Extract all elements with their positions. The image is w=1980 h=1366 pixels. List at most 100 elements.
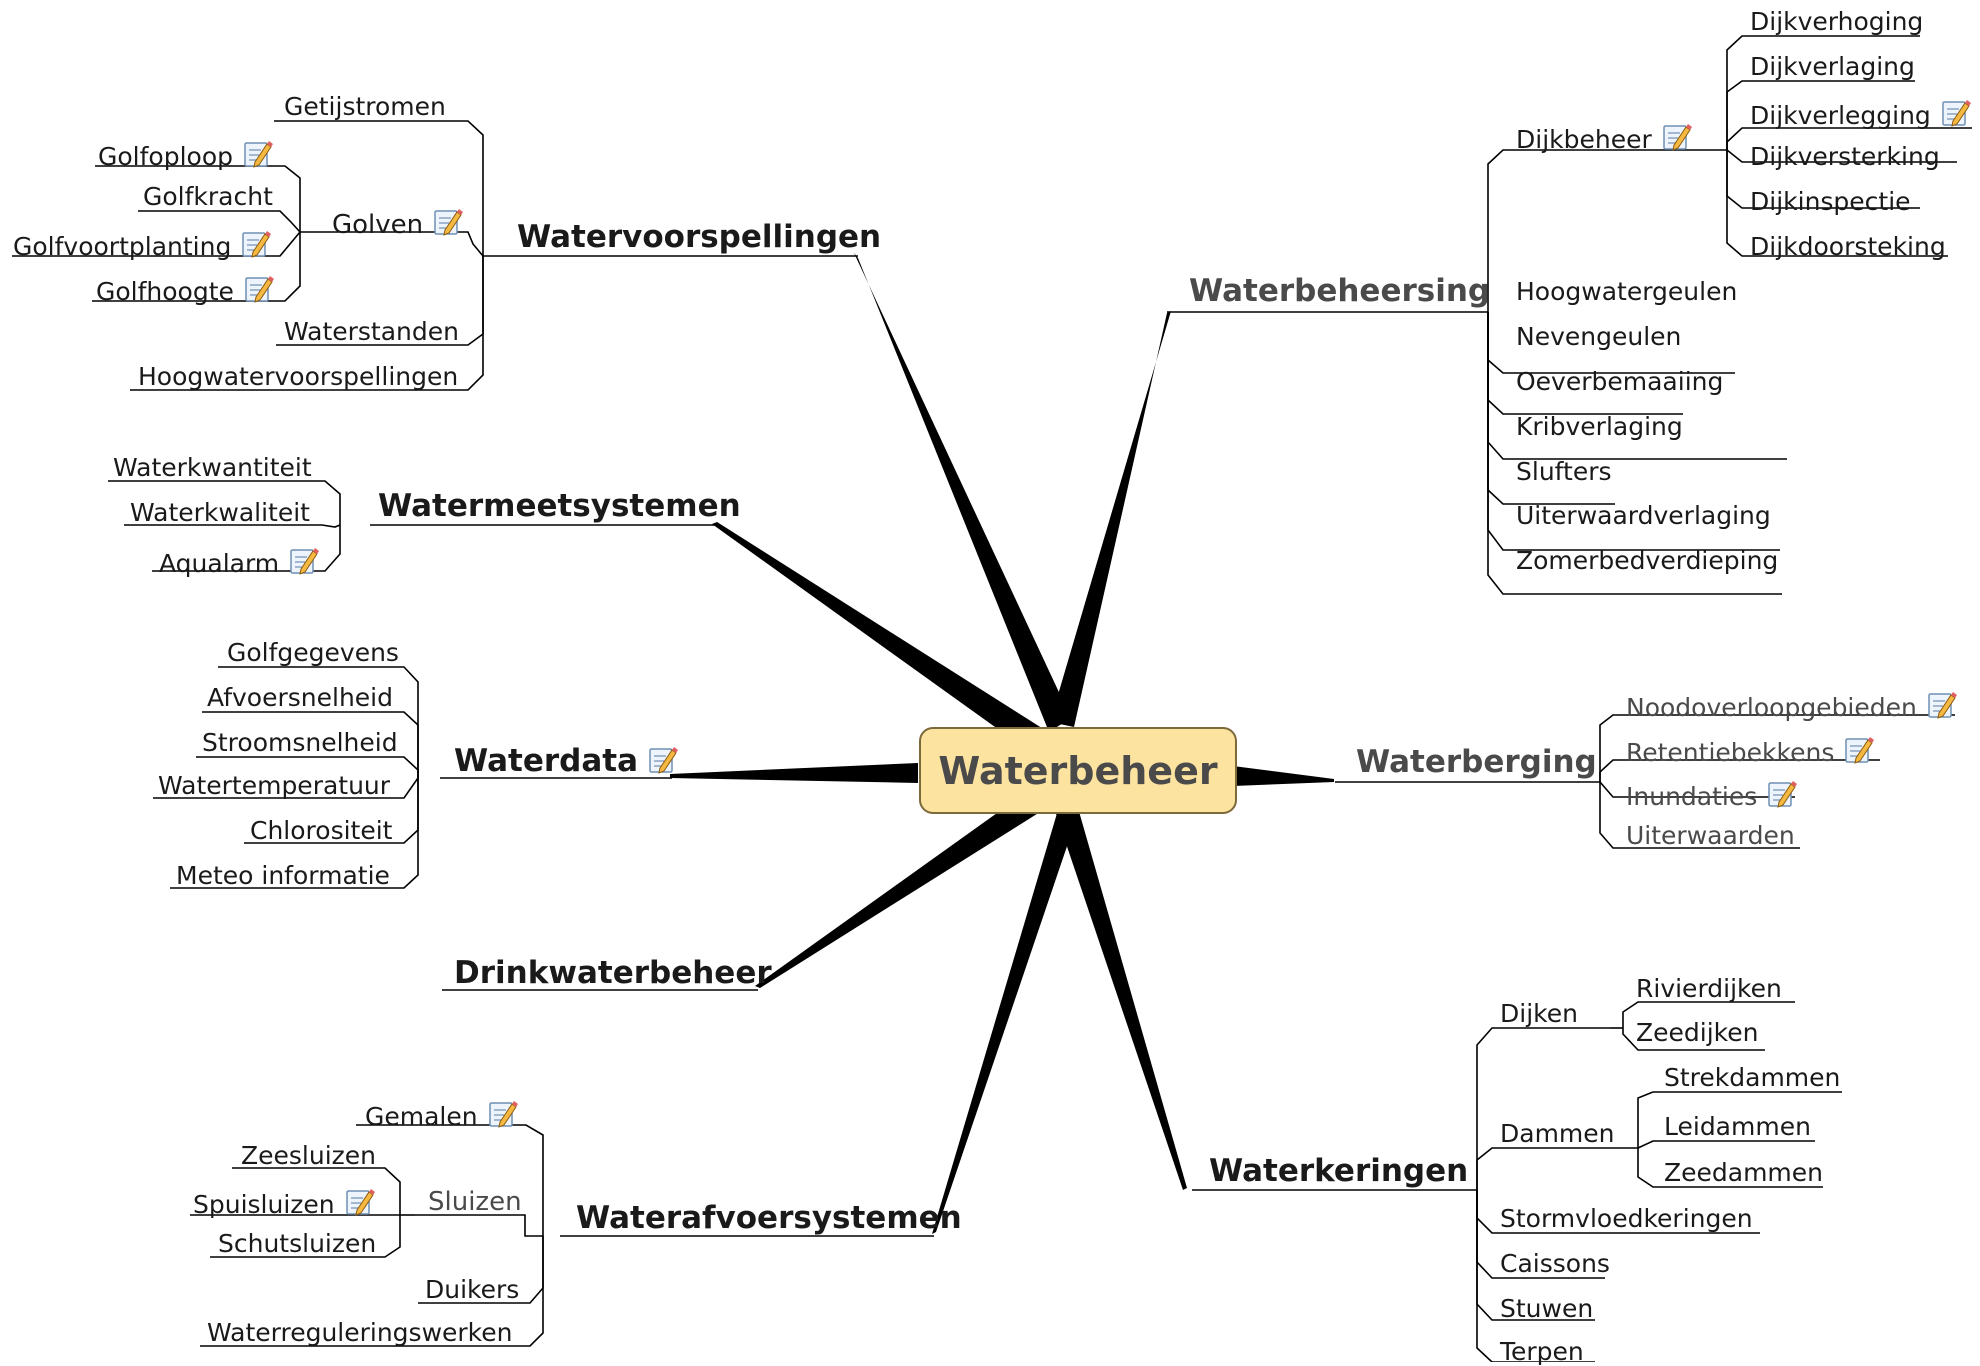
topic-dijkverlaging[interactable]: Dijkverlaging (1750, 52, 1915, 81)
topic-watertemperatuur[interactable]: Watertemperatuur (158, 771, 391, 800)
topic-waterafvoersystemen[interactable]: Waterafvoersystemen (576, 1200, 962, 1236)
topic-golfgegevens[interactable]: Golfgegevens (227, 638, 399, 667)
wedge-waterdata (670, 763, 918, 783)
note-pencil-icon[interactable] (1767, 778, 1798, 812)
topic-label: Noodoverloopgebieden (1626, 693, 1917, 722)
topic-label: Golfhoogte (96, 277, 234, 306)
topic-meteo-informatie[interactable]: Meteo informatie (176, 861, 390, 890)
topic-zeedijken[interactable]: Zeedijken (1636, 1018, 1759, 1047)
topic-label: Retentiebekkens (1626, 738, 1835, 767)
topic-label: Waterdata (454, 743, 638, 779)
note-pencil-icon[interactable] (289, 545, 320, 579)
note-pencil-icon[interactable] (244, 273, 274, 307)
topic-dijken[interactable]: Dijken (1500, 999, 1578, 1028)
wedge-drinkwaterbeheer (755, 798, 1040, 988)
main-branch-wedges (670, 253, 1334, 1234)
note-pencil-icon[interactable] (488, 1098, 518, 1132)
topic-waterkeringen[interactable]: Waterkeringen (1209, 1153, 1469, 1189)
topic-label: Dijkbeheer (1516, 125, 1652, 154)
topic-dijkdoorsteking[interactable]: Dijkdoorsteking (1750, 232, 1946, 261)
topic-chlorositeit[interactable]: Chlorositeit (250, 816, 393, 845)
topic-stuwen[interactable]: Stuwen (1500, 1294, 1594, 1323)
topic-dijkversterking[interactable]: Dijkversterking (1750, 142, 1940, 171)
topic-getijstromen[interactable]: Getijstromen (284, 92, 446, 121)
topic-zeedammen[interactable]: Zeedammen (1664, 1158, 1824, 1187)
topic-zeesluizen[interactable]: Zeesluizen (241, 1141, 376, 1170)
central-topic[interactable]: Waterbeheer (919, 727, 1237, 814)
wedge-waterafvoersystemen (932, 808, 1080, 1234)
note-pencil-icon[interactable] (1844, 734, 1875, 768)
topic-waterstanden[interactable]: Waterstanden (284, 317, 459, 346)
topic-waterbeheersing[interactable]: Waterbeheersing (1189, 273, 1491, 309)
wedge-watervoorspellingen (854, 253, 1071, 732)
topic-label: Gemalen (365, 1102, 478, 1131)
topic-duikers[interactable]: Duikers (425, 1275, 520, 1304)
topic-waterreguleringswerken[interactable]: Waterreguleringswerken (207, 1318, 513, 1347)
topic-label: Golven (332, 210, 424, 240)
note-pencil-icon[interactable] (1927, 689, 1957, 723)
note-pencil-icon[interactable] (1662, 121, 1692, 155)
topic-inundaties[interactable]: Inundaties (1626, 778, 1798, 812)
topic-oeverbemaaiing[interactable]: Oeverbemaaiing (1516, 367, 1724, 396)
topic-afvoersnelheid[interactable]: Afvoersnelheid (207, 683, 393, 712)
topic-waterkwantiteit[interactable]: Waterkwantiteit (113, 453, 312, 482)
topic-slufters[interactable]: Slufters (1516, 457, 1612, 486)
wedge-waterberging (1233, 766, 1334, 786)
topic-label: Inundaties (1626, 782, 1758, 811)
note-pencil-icon[interactable] (243, 138, 273, 172)
wedge-waterkeringen (1054, 808, 1187, 1190)
topic-schutsluizen[interactable]: Schutsluizen (218, 1229, 377, 1258)
topic-label: Aqualarm (159, 549, 280, 578)
topic-uiterwaarden[interactable]: Uiterwaarden (1626, 821, 1795, 850)
topic-label: Golfoploop (98, 142, 233, 171)
topic-hoogwatergeulen[interactable]: Hoogwatergeulen (1516, 277, 1738, 306)
topic-waterkwaliteit[interactable]: Waterkwaliteit (130, 498, 310, 527)
note-pencil-icon[interactable] (1941, 97, 1971, 131)
topic-caissons[interactable]: Caissons (1500, 1249, 1610, 1278)
topic-dijkbeheer[interactable]: Dijkbeheer (1516, 121, 1692, 155)
topic-golfhoogte[interactable]: Golfhoogte (96, 273, 274, 307)
topic-spuisluizen[interactable]: Spuisluizen (193, 1186, 375, 1220)
topic-sluizen[interactable]: Sluizen (428, 1187, 522, 1217)
topic-retentiebekkens[interactable]: Retentiebekkens (1626, 734, 1875, 768)
topic-dijkinspectie[interactable]: Dijkinspectie (1750, 187, 1911, 216)
topic-golven[interactable]: Golven (332, 206, 464, 241)
topic-stormvloedkeringen[interactable]: Stormvloedkeringen (1500, 1204, 1753, 1233)
topic-label: Golfvoortplanting (13, 232, 232, 261)
topic-gemalen[interactable]: Gemalen (365, 1098, 518, 1132)
topic-aqualarm[interactable]: Aqualarm (159, 545, 320, 579)
topic-leidammen[interactable]: Leidammen (1664, 1112, 1811, 1141)
topic-watervoorspellingen[interactable]: Watervoorspellingen (517, 219, 882, 255)
topic-stroomsnelheid[interactable]: Stroomsnelheid (202, 728, 398, 757)
note-pencil-icon[interactable] (433, 206, 464, 241)
note-pencil-icon[interactable] (648, 744, 678, 780)
topic-dammen[interactable]: Dammen (1500, 1119, 1615, 1148)
topic-zomerbedverdieping[interactable]: Zomerbedverdieping (1516, 546, 1779, 575)
wedge-waterbeheersing (1050, 311, 1171, 727)
topic-rivierdijken[interactable]: Rivierdijken (1636, 974, 1782, 1003)
topic-uiterwaardverlaging[interactable]: Uiterwaardverlaging (1516, 501, 1771, 530)
topic-terpen[interactable]: Terpen (1500, 1337, 1584, 1366)
topic-golfvoortplanting[interactable]: Golfvoortplanting (13, 228, 272, 262)
topic-drinkwaterbeheer[interactable]: Drinkwaterbeheer (454, 955, 772, 991)
topic-hoogwatervoorspellingen[interactable]: Hoogwatervoorspellingen (138, 362, 459, 391)
topic-waterdata[interactable]: Waterdata (454, 744, 678, 780)
topic-label: Spuisluizen (193, 1190, 335, 1219)
wedge-watermeetsystemen (712, 522, 1056, 755)
topic-strekdammen[interactable]: Strekdammen (1664, 1063, 1841, 1092)
topic-dijkverhoging[interactable]: Dijkverhoging (1750, 7, 1924, 36)
sub-branch-lines (12, 35, 1972, 1362)
topic-noodoverloopgebieden[interactable]: Noodoverloopgebieden (1626, 689, 1957, 723)
note-pencil-icon[interactable] (241, 228, 272, 262)
topic-watermeetsystemen[interactable]: Watermeetsystemen (378, 488, 741, 524)
topic-nevengeulen[interactable]: Nevengeulen (1516, 322, 1682, 351)
topic-waterberging[interactable]: Waterberging (1356, 744, 1597, 780)
topic-golfoploop[interactable]: Golfoploop (98, 138, 273, 172)
topic-golfkracht[interactable]: Golfkracht (143, 182, 273, 211)
topic-dijkverlegging[interactable]: Dijkverlegging (1750, 97, 1971, 131)
topic-kribverlaging[interactable]: Kribverlaging (1516, 412, 1683, 441)
topic-label: Dijkverlegging (1750, 101, 1931, 130)
note-pencil-icon[interactable] (345, 1186, 375, 1220)
